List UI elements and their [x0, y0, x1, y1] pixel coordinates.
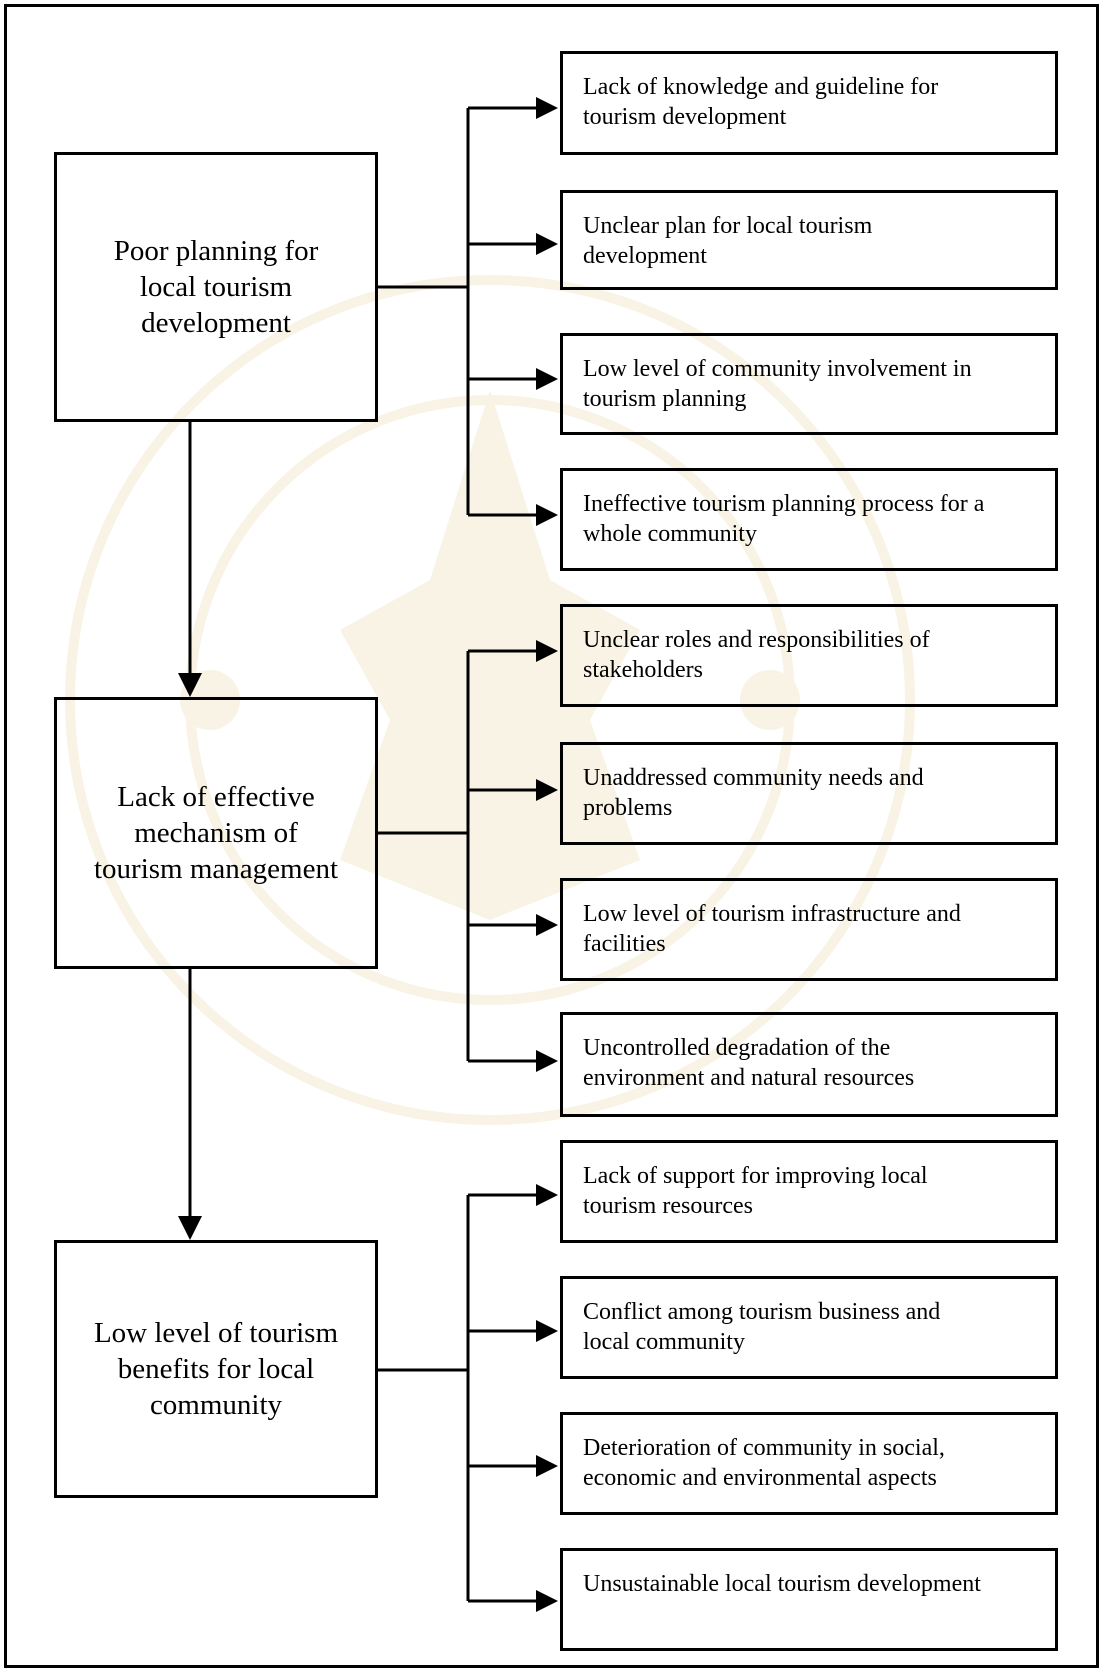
arrowhead-right	[536, 1455, 558, 1477]
arrowhead-right	[536, 97, 558, 119]
effect-label: Uncontrolled degradation of the environm…	[583, 1035, 915, 1091]
effect-box: Unclear plan for local tourism developme…	[560, 190, 1058, 290]
effect-box: Unsustainable local tourism development	[560, 1548, 1058, 1651]
effect-box: Ineffective tourism planning process for…	[560, 468, 1058, 571]
effect-label: Low level of tourism infrastructure and …	[583, 901, 961, 957]
arrowhead-right	[536, 504, 558, 526]
effect-label: Low level of community involvement in to…	[583, 356, 972, 412]
effect-box: Uncontrolled degradation of the environm…	[560, 1012, 1058, 1117]
effect-box: Lack of knowledge and guideline for tour…	[560, 51, 1058, 155]
effect-label: Unaddressed community needs and problems	[583, 765, 924, 821]
arrowhead-right	[536, 1050, 558, 1072]
cause-box-management: Lack of effective mechanism of tourism m…	[54, 697, 378, 969]
effect-label: Deterioration of community in social, ec…	[583, 1435, 945, 1491]
arrowhead-right	[536, 368, 558, 390]
diagram-frame	[4, 4, 1099, 1668]
arrowhead-right	[536, 779, 558, 801]
effect-label: Lack of support for improving local tour…	[583, 1163, 928, 1219]
cause-box-benefits: Low level of tourism benefits for local …	[54, 1240, 378, 1498]
effect-label: Lack of knowledge and guideline for tour…	[583, 74, 939, 130]
cause-label-benefits: Low level of tourism benefits for local …	[93, 1317, 339, 1421]
arrowhead-right	[536, 1320, 558, 1342]
effect-label: Ineffective tourism planning process for…	[583, 491, 985, 547]
arrowhead-right	[536, 233, 558, 255]
arrowhead-right	[536, 640, 558, 662]
effect-box: Lack of support for improving local tour…	[560, 1140, 1058, 1243]
effect-box: Low level of tourism infrastructure and …	[560, 878, 1058, 981]
effect-label: Unsustainable local tourism development	[583, 1571, 981, 1597]
effect-box: Low level of community involvement in to…	[560, 333, 1058, 435]
effect-label: Conflict among tourism business and loca…	[583, 1299, 941, 1355]
effect-box: Unaddressed community needs and problems	[560, 742, 1058, 845]
cause-label-management: Lack of effective mechanism of tourism m…	[93, 781, 339, 885]
effect-box: Deterioration of community in social, ec…	[560, 1412, 1058, 1515]
cause-box-planning: Poor planning for local tourism developm…	[54, 152, 378, 422]
effect-box: Conflict among tourism business and loca…	[560, 1276, 1058, 1379]
arrowhead-down	[178, 1216, 202, 1240]
arrowhead-right	[536, 1590, 558, 1612]
arrowhead-right	[536, 914, 558, 936]
arrowhead-right	[536, 1184, 558, 1206]
effect-label: Unclear plan for local tourism developme…	[583, 213, 873, 269]
effect-box: Unclear roles and responsibilities of st…	[560, 604, 1058, 707]
effect-label: Unclear roles and responsibilities of st…	[583, 627, 930, 683]
cause-label-planning: Poor planning for local tourism developm…	[113, 235, 319, 339]
arrowhead-down	[178, 673, 202, 697]
